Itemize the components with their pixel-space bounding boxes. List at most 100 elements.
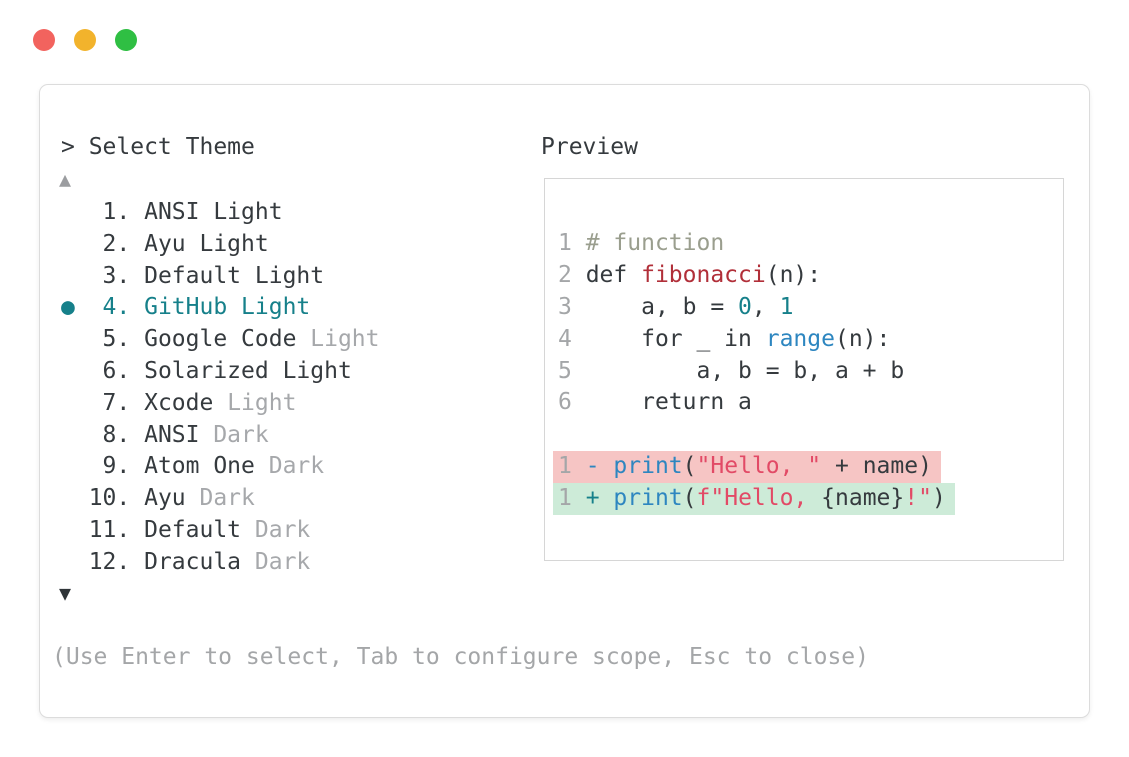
bullet-slot (61, 422, 89, 448)
theme-item-ayu-dark[interactable]: 10. Ayu Dark (61, 483, 380, 515)
code-token-string: !" (904, 485, 932, 512)
theme-item-variant-label: Light (213, 389, 297, 416)
code-token-blue: print (613, 453, 683, 480)
line-number: 5 (558, 357, 586, 384)
theme-item-github-light[interactable]: ● 4. GitHub Light (61, 292, 380, 324)
theme-picker-dialog: > Select Theme ▲ 1. ANSI Light 2. Ayu Li… (39, 84, 1090, 718)
theme-item-solarized-light[interactable]: 6. Solarized Light (61, 356, 380, 388)
code-token-text: (n): (834, 325, 891, 352)
theme-item-number: 6. (88, 357, 145, 384)
scroll-up-icon[interactable]: ▲ (59, 167, 72, 191)
line-number: 1 (558, 230, 586, 256)
theme-item-label: Default (144, 516, 242, 543)
theme-item-variant-label: Light (296, 326, 380, 353)
theme-item-variant-label: Dark (241, 548, 311, 575)
theme-item-default-dark[interactable]: 11. Default Dark (61, 515, 380, 547)
code-token-blue: print (613, 485, 683, 512)
theme-item-number: 12. (88, 548, 145, 575)
code-token-text: def (585, 261, 642, 288)
code-line-diff-removed: 1 - print("Hello, " + name) (553, 451, 955, 484)
theme-item-default-light[interactable]: 3. Default Light (61, 261, 380, 293)
theme-item-variant-label: Dark (254, 453, 325, 480)
line-number: 3 (558, 293, 586, 320)
code-token-teal: 1 (779, 293, 794, 320)
theme-item-variant-label: Dark (241, 516, 311, 543)
theme-item-number: 3. (88, 262, 145, 289)
theme-item-ayu-light[interactable]: 2. Ayu Light (61, 229, 380, 261)
code-token-teal: + (585, 485, 600, 512)
theme-item-label: Solarized Light (144, 357, 352, 384)
theme-item-number: 9. (88, 453, 145, 480)
diff-removed-highlight: 1 - print("Hello, " + name) (553, 451, 941, 484)
close-button[interactable] (33, 29, 55, 51)
theme-item-label: Dracula (144, 548, 242, 575)
theme-item-label: Ayu Light (144, 230, 269, 257)
diff-added-highlight: 1 + print(f"Hello, {name}!") (553, 483, 955, 516)
code-token-func: fibonacci (641, 261, 766, 288)
theme-item-ansi-dark[interactable]: 8. ANSI Dark (61, 420, 380, 452)
theme-item-dracula-dark[interactable]: 12. Dracula Dark (61, 547, 380, 579)
keyboard-hints: (Use Enter to select, Tab to configure s… (52, 644, 869, 670)
code-token-string: f"Hello, (696, 485, 822, 512)
code-token-teal: 0 (738, 293, 752, 320)
code-line: 1 # function (558, 228, 955, 260)
theme-item-number: 11. (88, 516, 145, 543)
theme-item-label: ANSI Light (144, 199, 283, 225)
theme-list: 1. ANSI Light 2. Ayu Light 3. Default Li… (61, 197, 380, 579)
theme-item-number: 1. (88, 199, 145, 225)
theme-item-number: 7. (88, 389, 145, 416)
theme-item-label: Google Code (144, 326, 297, 353)
theme-item-number: 8. (88, 421, 145, 448)
scroll-down-icon[interactable]: ▼ (59, 581, 72, 605)
code-line: 6 return a (558, 387, 955, 419)
code-line: 2 def fibonacci(n): (558, 260, 955, 292)
bullet-slot (61, 390, 89, 416)
selected-bullet-icon: ● (61, 294, 89, 321)
line-number: 4 (558, 325, 586, 352)
theme-item-number: 10. (88, 485, 145, 512)
code-token-text: a, b = (585, 293, 739, 320)
theme-item-atom-one-dark[interactable]: 9. Atom One Dark (61, 451, 380, 483)
theme-item-label: GitHub Light (144, 294, 311, 321)
code-token-blue: range (765, 325, 835, 352)
code-line: 4 for _ in range(n): (558, 324, 955, 356)
theme-item-number: 4. (88, 294, 145, 321)
code-token-text: ) (931, 485, 946, 512)
code-token-text: return a (585, 389, 752, 416)
code-line-diff-added: 1 + print(f"Hello, {name}!") (553, 483, 955, 516)
bullet-slot (61, 517, 89, 543)
code-token-text: ( (682, 485, 697, 512)
theme-item-ansi-light[interactable]: 1. ANSI Light (61, 197, 380, 229)
bullet-slot (61, 453, 89, 479)
bullet-slot (61, 549, 89, 575)
line-number: 2 (558, 261, 586, 288)
theme-item-xcode-light[interactable]: 7. Xcode Light (61, 388, 380, 420)
theme-item-label: Ayu (144, 485, 186, 512)
code-token-text: {name} (821, 485, 905, 512)
theme-item-label: Xcode (144, 389, 214, 416)
zoom-button[interactable] (115, 29, 137, 51)
window-controls (33, 29, 137, 51)
bullet-slot (61, 485, 89, 511)
code-token-text: ( (682, 453, 697, 480)
theme-item-google-code-light[interactable]: 5. Google Code Light (61, 324, 380, 356)
theme-item-variant-label: Dark (185, 485, 255, 512)
line-number: 6 (558, 389, 586, 416)
select-theme-prompt: > Select Theme (61, 134, 255, 160)
code-token-text (600, 485, 614, 511)
code-token-comment: # function (585, 230, 725, 256)
code-token-text: a, b = b, a + b (585, 357, 905, 384)
code-token-string: "Hello, " (696, 453, 822, 480)
line-number: 1 (558, 485, 586, 512)
theme-item-variant-label: Dark (199, 421, 269, 448)
theme-item-label: ANSI (144, 421, 200, 448)
code-token-text: for _ in (585, 325, 766, 352)
code-token-text (600, 453, 614, 479)
preview-label: Preview (541, 134, 638, 160)
bullet-slot (61, 231, 89, 257)
code-token-blue: - (585, 453, 600, 480)
theme-item-number: 2. (88, 230, 145, 257)
minimize-button[interactable] (74, 29, 96, 51)
